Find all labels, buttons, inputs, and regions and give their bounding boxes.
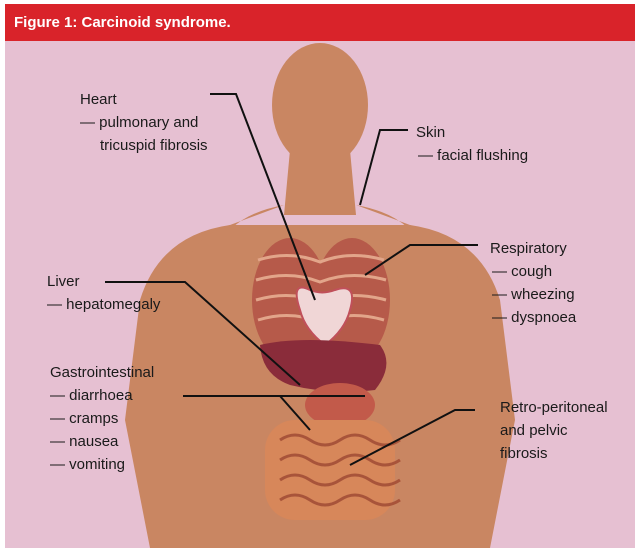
label-gi-item-2: — cramps — [50, 407, 154, 430]
label-liver: Liver — hepatomegaly — [47, 270, 160, 316]
label-resp-item-2: — wheezing — [490, 283, 576, 306]
label-resp-title: Respiratory — [490, 237, 576, 260]
label-heart: Heart — pulmonary and tricuspid fibrosis — [80, 88, 208, 157]
label-gi-item-3: — nausea — [50, 430, 154, 453]
label-resp-item-3: — dyspnoea — [490, 306, 576, 329]
label-respiratory: Respiratory — cough — wheezing — dyspnoe… — [490, 237, 576, 329]
label-gi-item-1: — diarrhoea — [50, 384, 154, 407]
intestines — [265, 420, 400, 520]
label-gastrointestinal: Gastrointestinal — diarrhoea — cramps — … — [50, 361, 154, 476]
label-gi-item-4: — vomiting — [50, 453, 154, 476]
label-liver-item-1: — hepatomegaly — [47, 293, 160, 316]
label-gi-title: Gastrointestinal — [50, 361, 154, 384]
label-heart-item-2: tricuspid fibrosis — [80, 134, 208, 157]
label-skin: Skin — facial flushing — [416, 121, 528, 167]
leader-skin — [360, 130, 408, 205]
label-retro-title: Retro-peritoneal — [500, 396, 608, 419]
label-retroperitoneal: Retro-peritoneal and pelvic fibrosis — [500, 396, 608, 465]
label-liver-title: Liver — [47, 270, 160, 293]
label-retro-item-2: fibrosis — [500, 442, 608, 465]
label-heart-item-1: — pulmonary and — [80, 111, 208, 134]
label-skin-item-1: — facial flushing — [416, 144, 528, 167]
label-retro-item-1: and pelvic — [500, 419, 608, 442]
label-heart-title: Heart — [80, 88, 208, 111]
label-skin-title: Skin — [416, 121, 528, 144]
label-resp-item-1: — cough — [490, 260, 576, 283]
